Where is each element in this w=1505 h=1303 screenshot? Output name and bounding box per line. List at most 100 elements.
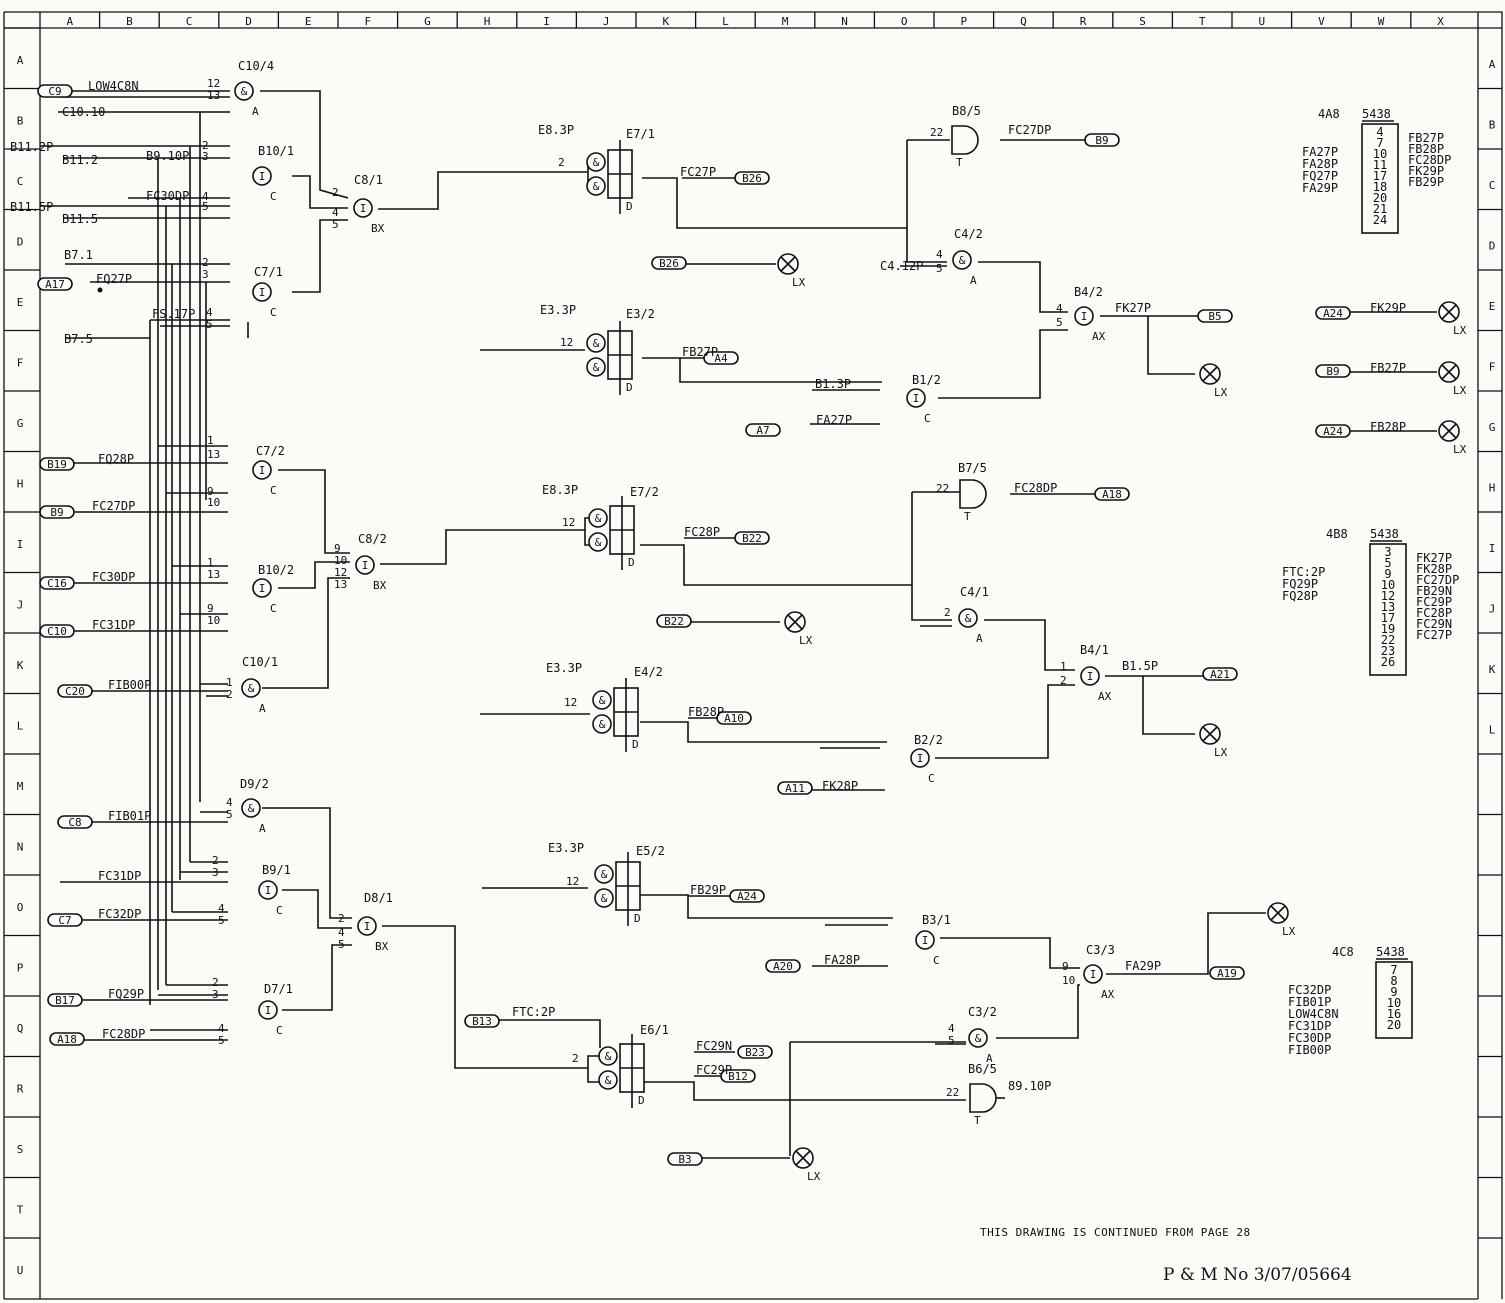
signal-label: FA27P xyxy=(816,413,852,427)
signal-label: B11.2 xyxy=(62,153,98,167)
buffer-gate xyxy=(969,1083,997,1113)
gate-unit: T xyxy=(964,510,971,523)
connector-label: B9 xyxy=(1095,134,1108,147)
gate-circle xyxy=(252,578,272,598)
connector-a24: A24 xyxy=(1315,424,1351,438)
gate-symbol: I xyxy=(265,1004,272,1017)
gate-circle xyxy=(357,916,377,936)
signal-label: FK29P xyxy=(1370,301,1406,315)
connector-label: C16 xyxy=(47,577,67,590)
lamp-icon: LX xyxy=(1267,902,1296,938)
table-box xyxy=(1361,123,1399,234)
gate-unit: A xyxy=(986,1052,993,1065)
pin-number: 1 xyxy=(207,556,214,569)
connector-pill xyxy=(47,993,83,1007)
column-letter: S xyxy=(1139,15,1146,28)
pin-number: 12 xyxy=(560,336,573,349)
gate-symbol: I xyxy=(1090,968,1097,981)
signal-label: C4.12P xyxy=(880,259,923,273)
gate-circle xyxy=(234,81,254,101)
connector-b9: B9 xyxy=(1084,133,1120,147)
signal-label: FB28P xyxy=(688,705,724,719)
table-right-signal: FC29P xyxy=(1416,595,1452,609)
connector-pill xyxy=(1315,364,1351,378)
connector-a18: A18 xyxy=(49,1032,85,1046)
drawing-number: P & M No 3/07/05664 xyxy=(1163,1265,1352,1285)
gate-circle xyxy=(586,357,606,377)
lamp-cross xyxy=(1441,364,1457,380)
gate-unit: A xyxy=(259,822,266,835)
gate-circle xyxy=(353,198,373,218)
gate-unit: D xyxy=(626,200,633,213)
table-box xyxy=(1369,543,1407,676)
gate-label: C4/2 xyxy=(954,227,983,241)
row-letter: G xyxy=(17,417,24,430)
lamp-label: LX xyxy=(799,634,813,647)
pin-number: 3 xyxy=(212,866,219,879)
connector-label: A20 xyxy=(773,960,793,973)
gate-unit: A xyxy=(976,632,983,645)
gate-label: C4/1 xyxy=(960,585,989,599)
gate-d8-1: ID8/1BX xyxy=(357,891,393,953)
gate-circle xyxy=(1080,666,1100,686)
row-letter-right: C xyxy=(1489,179,1496,192)
gate-label: E4/2 xyxy=(634,665,663,679)
column-letter: F xyxy=(364,15,371,28)
pin-number: 10 xyxy=(207,496,220,509)
connector-a11: A11 xyxy=(777,781,813,795)
pin-number: 4 xyxy=(338,926,345,939)
gate-unit: A xyxy=(259,702,266,715)
gate-e5-2: &&E5/2D xyxy=(594,844,665,926)
lamp-cross xyxy=(1441,304,1457,320)
table-pin: 20 xyxy=(1373,191,1387,205)
gate-symbol: & xyxy=(593,361,600,374)
gate-unit: AX xyxy=(1101,988,1115,1001)
gate-label: D8/1 xyxy=(364,891,393,905)
connector-c9: C9 xyxy=(37,84,73,98)
table-left-signal: FA29P xyxy=(1302,181,1338,195)
gate-b1-2: IB1/2C xyxy=(906,373,941,425)
pin-number: 5 xyxy=(226,808,233,821)
row-letter-right: K xyxy=(1489,663,1496,676)
gate-circle xyxy=(252,166,272,186)
table-pin: 20 xyxy=(1387,1018,1401,1032)
pin-number: 4 xyxy=(1056,302,1063,315)
gate-circle xyxy=(252,282,272,302)
table-right-signal: FC28P xyxy=(1416,606,1452,620)
gate-label: C8/2 xyxy=(358,532,387,546)
table-pin: 7 xyxy=(1390,963,1397,977)
table-right-signal: FC27DP xyxy=(1416,573,1459,587)
gate-circle xyxy=(1074,306,1094,326)
pin-number: 10 xyxy=(1062,974,1075,987)
table-code: 5438 xyxy=(1362,107,1391,121)
connector-label: B3 xyxy=(678,1153,691,1166)
lamp-cross xyxy=(1441,423,1457,439)
signal-label: E3.3P xyxy=(546,661,582,675)
signal-label: FC28DP xyxy=(1014,481,1057,495)
connector-label: C9 xyxy=(48,85,61,98)
gate-label: C10/4 xyxy=(238,59,274,73)
row-letter-right: D xyxy=(1489,240,1496,253)
signal-label: E8.3P xyxy=(542,483,578,497)
connector-label: A24 xyxy=(1323,307,1343,320)
connector-pill xyxy=(651,256,687,270)
pin-number: 4 xyxy=(936,248,943,261)
gate-label: E3/2 xyxy=(626,307,655,321)
row-letter: H xyxy=(17,478,24,491)
connector-label: A11 xyxy=(785,782,805,795)
table-pin: 5 xyxy=(1384,556,1391,570)
pin-number: 5 xyxy=(206,318,213,331)
gate-unit: D xyxy=(638,1094,645,1107)
column-letter: V xyxy=(1318,15,1325,28)
gate-label: B9/1 xyxy=(262,863,291,877)
gate-symbol: I xyxy=(913,392,920,405)
wire-network xyxy=(40,90,1437,1159)
pin-number: 1 xyxy=(207,434,214,447)
signal-label: FC32DP xyxy=(98,907,141,921)
connector-label: A4 xyxy=(714,352,728,365)
table-left-signal: LOW4C8N xyxy=(1288,1007,1339,1021)
connector-b13: B13 xyxy=(464,1014,500,1028)
pin-number: 2 xyxy=(338,912,345,925)
